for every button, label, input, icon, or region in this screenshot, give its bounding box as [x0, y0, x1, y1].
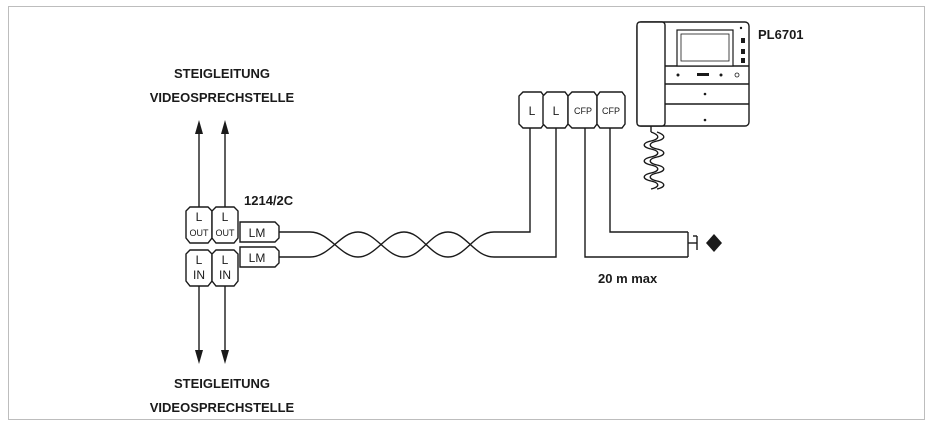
twisted-pair-cable [279, 128, 557, 258]
arrow-up-right-icon [221, 120, 229, 134]
riser-top-label-line2: VIDEOSPRECHSTELLE [150, 90, 295, 105]
terminal-l-out-1-sub: OUT [190, 228, 210, 238]
push-button-icon [706, 234, 722, 252]
riser-bottom-label-line2: VIDEOSPRECHSTELLE [150, 400, 295, 415]
monitor-terminal-block [518, 91, 626, 129]
monitor-terminal-l-1: L [529, 104, 536, 118]
cfp-wiring [584, 128, 698, 258]
terminal-l-out-2: L [222, 210, 229, 224]
monitor-terminal-cfp-1: CFP [574, 106, 592, 116]
arrow-down-right-icon [221, 350, 229, 364]
max-length-label: 20 m max [598, 271, 658, 286]
terminal-l-in-1-sub: IN [193, 268, 205, 282]
arrow-down-left-icon [195, 350, 203, 364]
diagram-frame [8, 6, 925, 420]
monitor-model-label: PL6701 [758, 27, 804, 42]
arrow-up-left-icon [195, 120, 203, 134]
terminal-l-in-2-sub: IN [219, 268, 231, 282]
monitor-terminal-l-2: L [553, 104, 560, 118]
terminal-lm-1: LM [249, 226, 266, 240]
monitor-terminal-cfp-2: CFP [602, 106, 620, 116]
terminal-l-out-1: L [196, 210, 203, 224]
distributor-block [185, 206, 280, 287]
terminal-l-in-1: L [196, 253, 203, 267]
terminal-l-in-2: L [222, 253, 229, 267]
terminal-l-out-2-sub: OUT [216, 228, 236, 238]
terminal-lm-2: LM [249, 251, 266, 265]
monitor-device-icon [636, 21, 750, 190]
riser-top-label-line1: STEIGLEITUNG [174, 66, 270, 81]
riser-arrows [195, 120, 229, 364]
riser-bottom-label-line1: STEIGLEITUNG [174, 376, 270, 391]
distributor-model: 1214/2C [244, 193, 294, 208]
